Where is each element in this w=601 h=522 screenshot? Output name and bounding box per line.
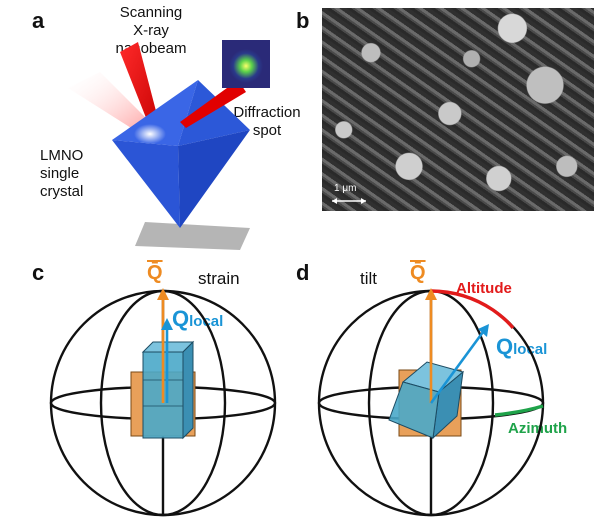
strain-title: strain <box>198 269 240 288</box>
diffraction-caption-line-2: spot <box>252 122 282 139</box>
qlocal-main-d: Q <box>496 334 514 359</box>
qlocal-arrow-d <box>429 331 485 404</box>
crystal-caption-line-1: LMNO <box>40 147 84 164</box>
azimuth-arc <box>494 404 544 417</box>
azimuth-label: Azimuth <box>508 420 568 437</box>
qlocal-main-c: Q <box>172 306 190 331</box>
tilted-cube-front-d <box>388 381 440 439</box>
octahedron-face-right <box>178 80 250 146</box>
octahedron-face-bottom-right <box>178 130 250 228</box>
beam-caption-line-1: Scanning <box>119 4 183 21</box>
beam-caption-line-2: X-ray <box>133 22 169 39</box>
diffraction-caption-line-1: Diffraction <box>233 104 301 121</box>
scale-bar-label: 1 μm <box>334 183 357 194</box>
altitude-label: Altitude <box>456 280 512 297</box>
panel-c-sphere <box>49 288 277 517</box>
beam-hit-glow <box>134 124 166 144</box>
qbar-label-d: Q̄ <box>410 262 426 284</box>
panel-b-label: b <box>296 8 310 33</box>
crystal-shadow <box>135 222 250 250</box>
panel-a-label: a <box>32 8 45 33</box>
octahedron-face-bottom-left <box>112 140 180 228</box>
crystal-caption: LMNO single crystal <box>40 147 110 201</box>
tilt-title: tilt <box>360 269 377 288</box>
qbar-label-c: Q̄ <box>147 262 163 284</box>
octahedron-face-left <box>112 80 198 146</box>
diffraction-spot <box>229 49 263 83</box>
diffracted-beam <box>180 80 246 128</box>
panel-c-label: c <box>32 260 45 285</box>
diffraction-caption: Diffraction spot <box>222 104 312 140</box>
crystal-caption-line-3: crystal <box>40 183 84 200</box>
crystal-caption-line-2: single <box>40 165 80 182</box>
panel-a-illustration <box>68 40 270 250</box>
sem-micrograph <box>322 8 594 211</box>
panel-d-label: d <box>296 260 310 285</box>
panel-d-sphere <box>317 288 545 517</box>
altitude-arc <box>430 289 515 330</box>
scale-bar <box>332 198 366 204</box>
strained-cube-side-c <box>182 340 194 440</box>
